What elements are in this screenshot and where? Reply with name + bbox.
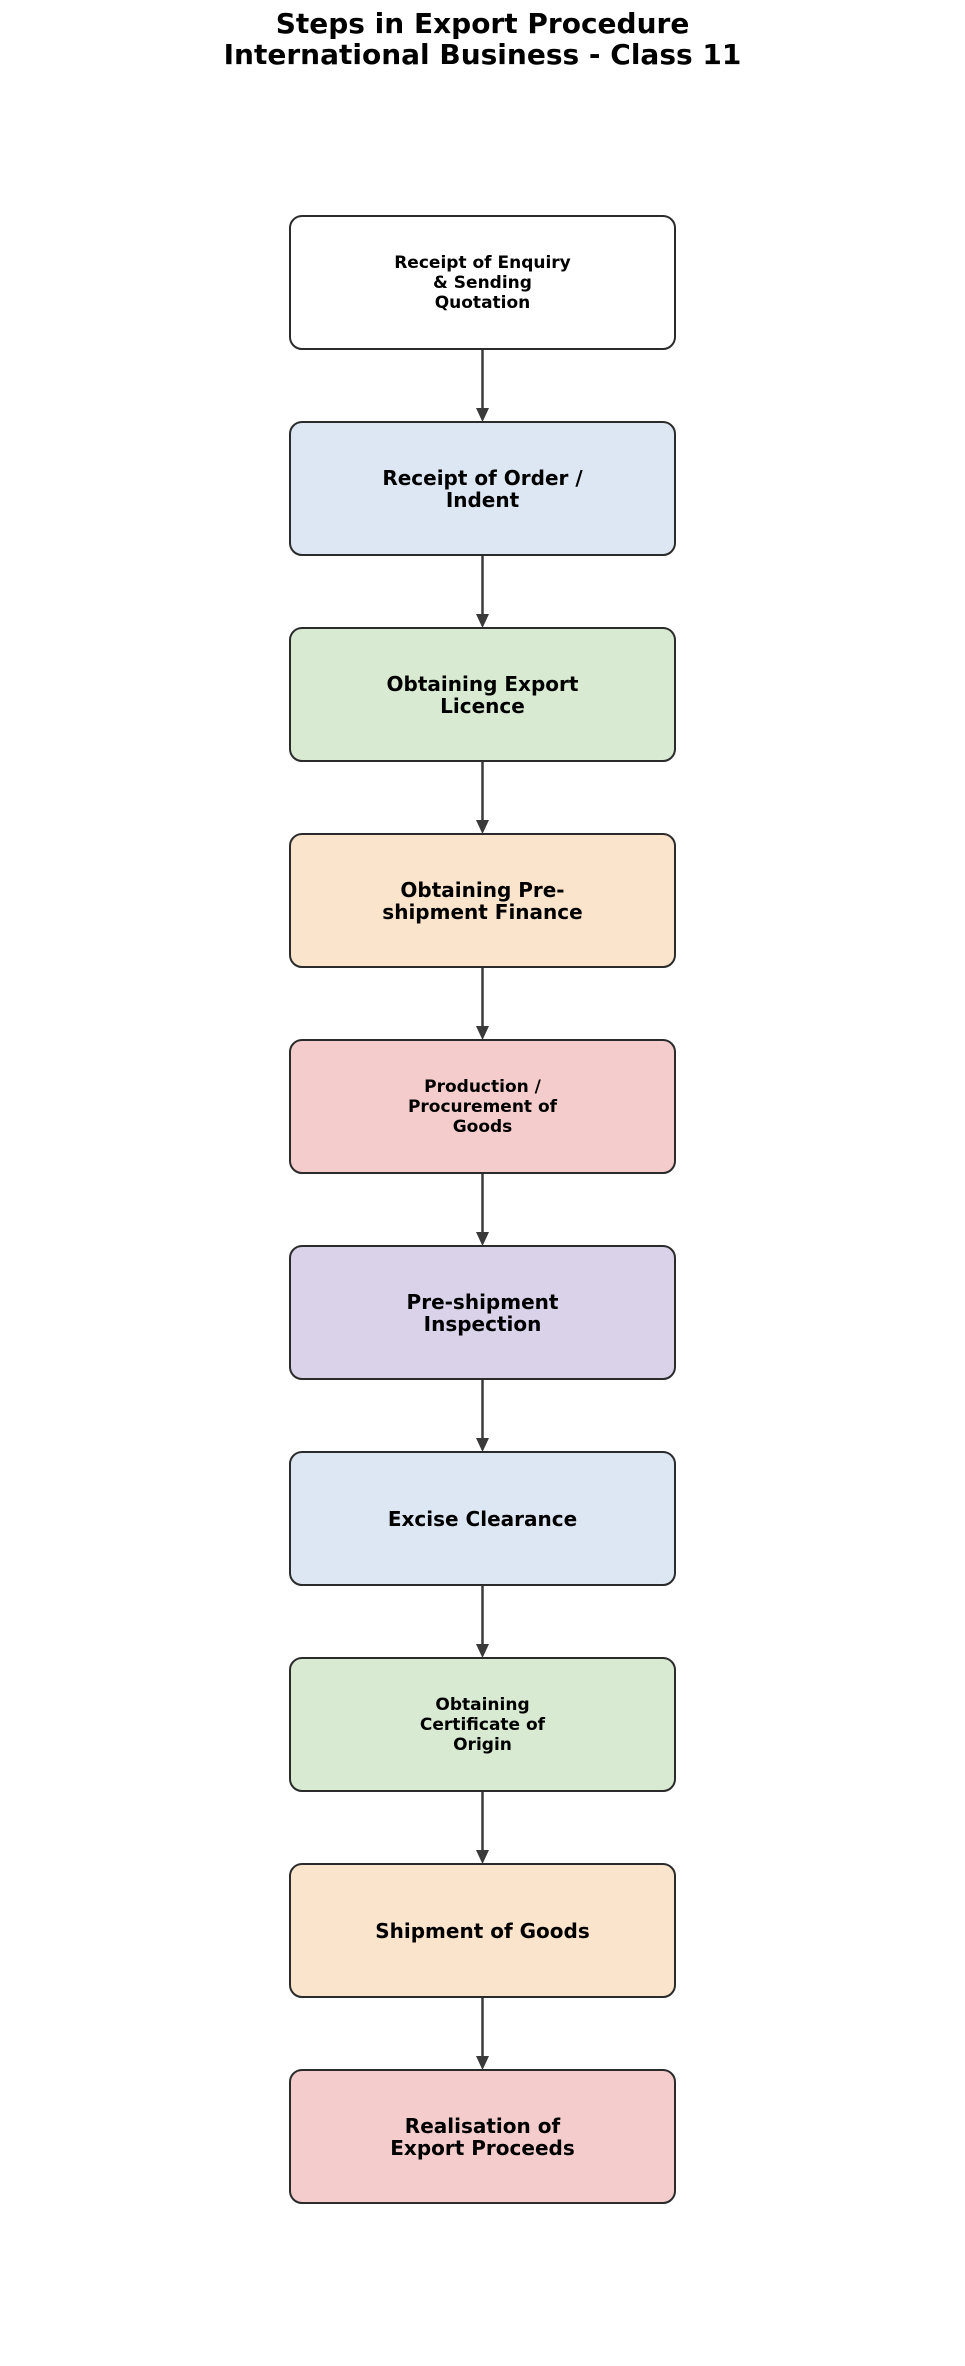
arrow-2 — [476, 556, 489, 628]
step-box-9: Shipment of Goods — [289, 1863, 676, 1998]
step-label-9: Shipment of Goods — [375, 1918, 590, 1943]
arrow-4 — [476, 968, 489, 1040]
step-box-1: Receipt of Enquiry & Sending Quotation — [289, 215, 676, 350]
step-label-2: Receipt of Order / Indent — [382, 465, 583, 512]
step-label-7: Excise Clearance — [387, 1506, 578, 1531]
step-label-3: Obtaining Export Licence — [386, 671, 579, 718]
arrow-9 — [476, 1998, 489, 2070]
step-box-7: Excise Clearance — [289, 1451, 676, 1586]
step-label-8: Obtaining Certificate of Origin — [419, 1694, 546, 1755]
arrow-7 — [476, 1586, 489, 1658]
step-label-6: Pre-shipment Inspection — [406, 1289, 559, 1336]
arrow-6 — [476, 1380, 489, 1452]
arrow-5 — [476, 1174, 489, 1246]
arrow-3 — [476, 762, 489, 834]
step-box-8: Obtaining Certificate of Origin — [289, 1657, 676, 1792]
step-box-2: Receipt of Order / Indent — [289, 421, 676, 556]
arrow-1 — [476, 350, 489, 422]
step-label-10: Realisation of Export Proceeds — [390, 2113, 575, 2160]
step-label-5: Production / Procurement of Goods — [407, 1076, 558, 1137]
title-line-1: Steps in Export Procedure — [275, 7, 690, 40]
diagram-title: Steps in Export Procedure International … — [0, 8, 965, 70]
step-box-6: Pre-shipment Inspection — [289, 1245, 676, 1380]
arrow-8 — [476, 1792, 489, 1864]
step-label-4: Obtaining Pre- shipment Finance — [382, 877, 583, 924]
step-box-10: Realisation of Export Proceeds — [289, 2069, 676, 2204]
step-label-1: Receipt of Enquiry & Sending Quotation — [394, 252, 571, 313]
step-box-5: Production / Procurement of Goods — [289, 1039, 676, 1174]
step-box-3: Obtaining Export Licence — [289, 627, 676, 762]
title-line-2: International Business - Class 11 — [223, 38, 742, 71]
step-box-4: Obtaining Pre- shipment Finance — [289, 833, 676, 968]
